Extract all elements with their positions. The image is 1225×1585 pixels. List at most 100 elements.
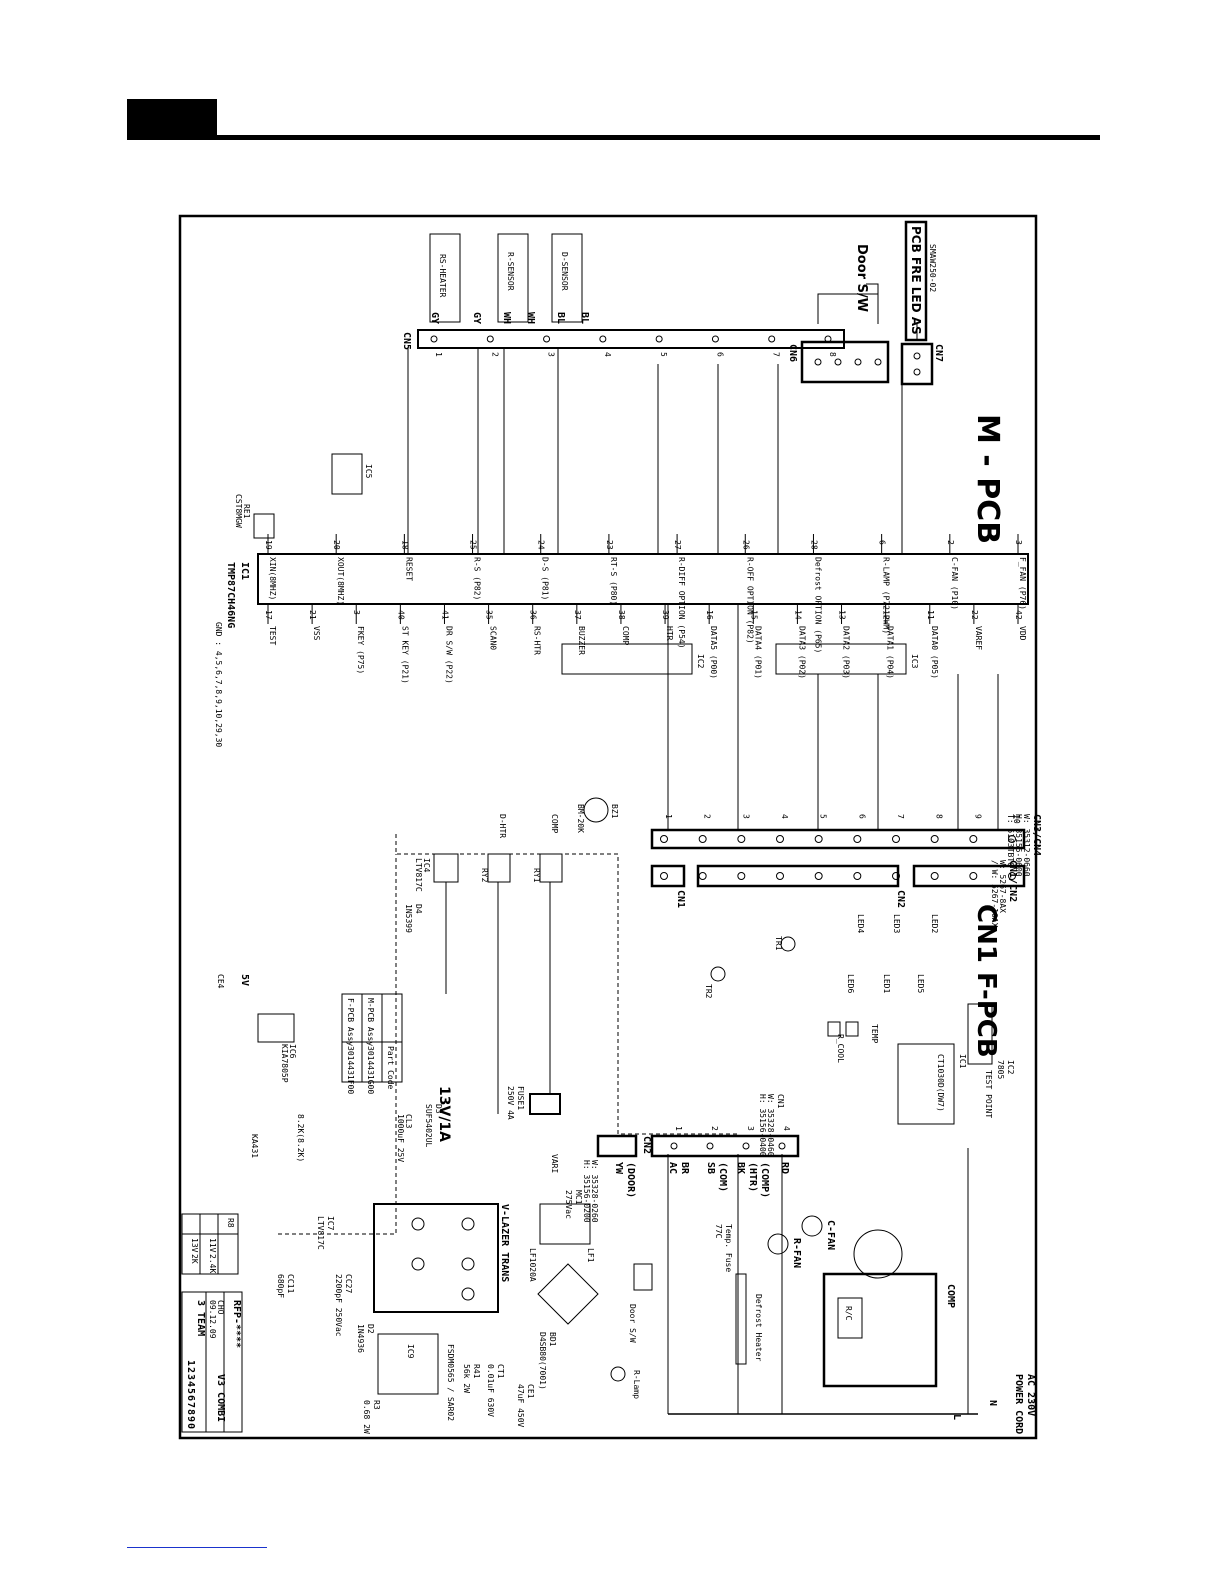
cn5-pin — [824, 335, 832, 343]
schematic-diagram: M - PCB PCB FRE LED AS SMAW250-02 Door S… — [178, 214, 1048, 1454]
d2-label: D2 — [366, 1324, 375, 1334]
cn5-pin — [430, 335, 438, 343]
d3-label: D3 — [434, 1104, 443, 1114]
cn-bar-pin — [1008, 872, 1016, 880]
ic1-pin-number: 28 — [809, 540, 818, 550]
mains-terminal — [742, 1142, 750, 1150]
mains-terminal-number: 2 — [710, 1126, 719, 1131]
c-fan-body — [801, 1215, 823, 1237]
fpcb-ic1-label: IC1 — [958, 1054, 967, 1069]
cn-bar-pin — [737, 835, 746, 843]
ic1-pin-number: 38 — [617, 610, 626, 620]
ic1-pin-name: COMP — [621, 626, 630, 645]
ic6-label: IC6 — [288, 1044, 297, 1059]
cl3-val: 1000uF 25V — [396, 1114, 405, 1162]
r-lamp-label: R-Lamp — [632, 1370, 641, 1399]
temp-fuse-label: Temp. Fuse — [724, 1224, 733, 1272]
m-pcb-title: M - PCB — [970, 414, 1005, 544]
comp-label: COMP — [945, 1284, 956, 1308]
ic1-pin-name: VDD — [1018, 626, 1027, 641]
door-sw-mains-label: Door S/W — [628, 1304, 637, 1343]
date-label: 09.12.09 — [208, 1300, 217, 1339]
wire-bl-2: BL — [579, 312, 590, 324]
ic8-part: KA431 — [250, 1134, 259, 1158]
led-array: LED2 LED5 LED3 LED1 LED4 LED6 TR1 TR2 — [704, 914, 939, 999]
cn1-box — [912, 864, 1026, 888]
cn1-cn2-w1: W: 5267-8AX — [998, 860, 1007, 913]
title-block-grid-number: 3 — [185, 1374, 196, 1380]
cn-bar-pin — [853, 872, 862, 880]
led2-label: LED2 — [930, 914, 939, 933]
wire-comp: (COMP) — [759, 1162, 770, 1198]
cn-bar-pin — [1008, 835, 1016, 843]
title-block-grid-number: 4 — [185, 1381, 196, 1387]
cn-bar-pin — [814, 872, 823, 880]
ic1-pin-name: TEST — [268, 626, 277, 645]
ic1-pin-name: DATA1 (P04) — [886, 626, 895, 679]
cn-bar-pin — [737, 872, 746, 880]
r41-val: 56k 2W — [462, 1364, 471, 1393]
cn-bar-pin — [660, 872, 668, 880]
wire-htr: (HTR) — [747, 1162, 758, 1192]
cn-bar-pin-number: 6 — [857, 814, 866, 819]
cn-bar-pin — [776, 835, 784, 843]
cn-bar-pin — [776, 872, 784, 880]
wire-door: (DOOR) — [625, 1162, 636, 1198]
ce1-val: 47uF 450V — [516, 1384, 525, 1428]
ic1-pin-number: 3 — [352, 610, 361, 615]
bz1-label: BZ1 — [610, 804, 619, 819]
ic1-pin-name: XIN(8MHZ) — [268, 557, 277, 600]
fpcb-ic2-label: IC2 — [1006, 1060, 1015, 1075]
ic1-pin-name: DATA3 (P02) — [797, 626, 806, 679]
cn5-label: CN5 — [401, 332, 412, 350]
title-block-grid-number: 1 — [185, 1360, 196, 1366]
ic1-pin-number: 16 — [705, 610, 714, 620]
cn5-pin — [599, 335, 607, 343]
header-tab — [127, 99, 217, 139]
cn2-mains-box — [596, 1134, 638, 1158]
ic1-pin-number: 42 — [1014, 610, 1023, 620]
cn-bar-pin — [892, 835, 900, 843]
ic7-part: LTV817C — [316, 1216, 325, 1250]
r3-label: R3 — [372, 1400, 381, 1410]
title-block-grid-number: 7 — [185, 1402, 196, 1408]
f-pcb-assy-code: 3014431F00 — [346, 1046, 355, 1094]
tr2-label: TR2 — [704, 984, 713, 999]
cn1-cn2-pins — [660, 872, 1016, 880]
r3-val: 0.68 2W — [362, 1400, 371, 1434]
cn3-cn4-w: W: 35312-0660 — [1022, 814, 1031, 877]
cn1-mains-w: W: 35328-0460 — [766, 1094, 775, 1157]
fpcb-ic2-part: 7805 — [996, 1060, 1005, 1079]
rc-label: R/C — [844, 1306, 853, 1321]
cn-bar-pin-number: 5 — [819, 814, 828, 819]
ic3-label: IC3 — [910, 654, 919, 669]
ic2-body — [561, 643, 693, 675]
cn1-small-label: CN1 — [675, 890, 686, 908]
cn5-pin-number: 6 — [715, 352, 724, 357]
cho-label: CHO — [216, 1300, 225, 1315]
bd1-part: D4SB80(7001) — [538, 1332, 547, 1390]
cn5-pin — [768, 335, 776, 343]
d2-part: 1N4936 — [356, 1324, 365, 1353]
ic1-pin-name: FKEY (P75) — [356, 626, 365, 674]
v3-combi-label: V3 COMBI — [215, 1374, 226, 1422]
cord-l: L — [951, 1414, 962, 1420]
v-lazer-trans-body — [373, 1203, 499, 1313]
ic1-pin-name: XOUT(8MHZ) — [336, 557, 345, 605]
rs-heater-label: RS-HEATER — [438, 254, 447, 298]
cn5-pin — [486, 335, 494, 343]
wire-wh-1: WH — [501, 312, 512, 324]
cc11-val: 680pF — [276, 1274, 285, 1298]
cn2-w: W: 35328-0260 — [590, 1160, 599, 1223]
mains-terminal — [778, 1142, 786, 1150]
ic1-pin-name: DATA0 (P05) — [930, 626, 939, 679]
r15-val: 8.2K(8.2K) — [296, 1114, 305, 1162]
r-fan-label: R-FAN — [791, 1238, 802, 1268]
defrost-heater-label: Defrost Heater — [754, 1294, 763, 1362]
ic1-pin-name: RT-S (P80) — [609, 557, 618, 605]
ic1-pin-number: 19 — [264, 540, 273, 550]
cn-bar-pin-number: 3 — [741, 814, 750, 819]
cn3-cn4-t: T: 5103TBT0 — [1006, 814, 1015, 867]
ic9-label: IC9 — [406, 1344, 415, 1359]
